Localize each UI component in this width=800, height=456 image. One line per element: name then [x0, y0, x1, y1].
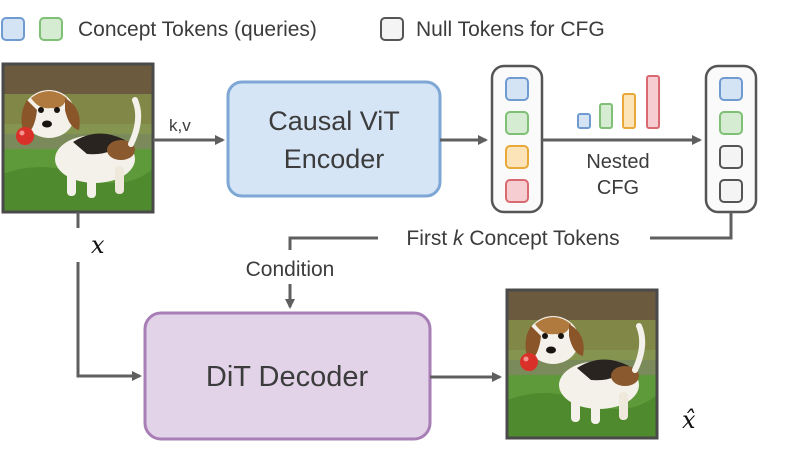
encoder-label-line1: Causal ViT	[268, 106, 400, 136]
legend-blue-token	[1, 17, 25, 41]
concept-token-column	[490, 64, 544, 214]
kv-label: k,v	[169, 116, 191, 135]
image-to-decoder-arrow	[76, 212, 140, 376]
legend-concept-label: Concept Tokens (queries)	[78, 18, 317, 41]
legend-green-token	[39, 17, 63, 41]
token-blue-kept	[719, 77, 743, 101]
nested-cfg-bars-icon	[577, 75, 660, 129]
token-null-2	[719, 179, 743, 203]
token-null-1	[719, 145, 743, 169]
legend: Concept Tokens (queries) Null Tokens for…	[1, 17, 605, 41]
decoder-label: DiT Decoder	[206, 361, 369, 393]
condition-line-left	[288, 236, 378, 250]
input-x-label: x	[91, 231, 105, 259]
output-image	[505, 288, 659, 440]
encoder-label-line2: Encoder	[284, 144, 385, 174]
encoder-box	[226, 80, 442, 198]
null-token-column	[704, 64, 758, 214]
token-green	[505, 111, 529, 135]
nested-label-line2: CFG	[597, 177, 639, 199]
output-x-hat-label: x̂	[682, 406, 696, 434]
first-k-label: First k Concept Tokens	[406, 227, 619, 250]
condition-label: Condition	[246, 258, 335, 281]
token-red	[505, 179, 529, 203]
token-orange	[505, 145, 529, 169]
input-image	[1, 62, 155, 214]
legend-null-token	[380, 17, 404, 41]
nested-label-line1: Nested	[586, 151, 649, 173]
legend-null-label: Null Tokens for CFG	[416, 18, 605, 41]
token-green-kept	[719, 111, 743, 135]
token-blue	[505, 77, 529, 101]
condition-line-right	[650, 212, 733, 240]
